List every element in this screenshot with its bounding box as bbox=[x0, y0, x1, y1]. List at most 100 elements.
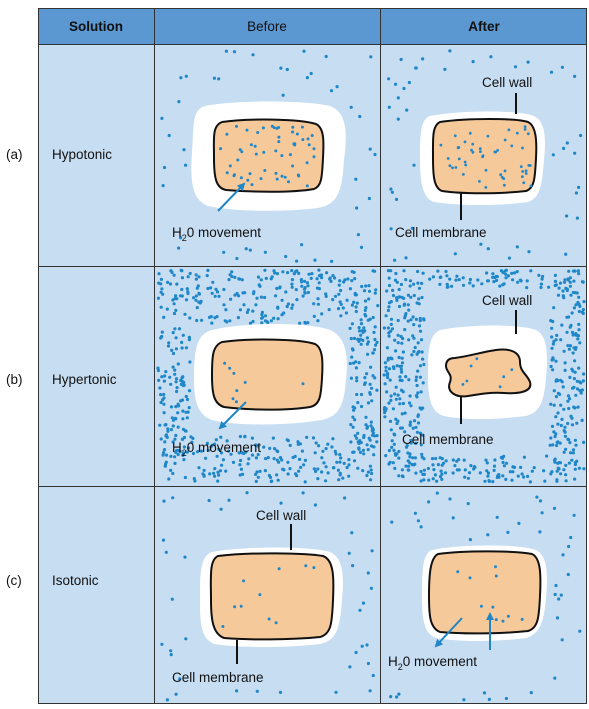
water-dot bbox=[286, 438, 289, 441]
water-dot bbox=[177, 247, 180, 250]
water-dot bbox=[263, 269, 266, 272]
water-dot bbox=[160, 375, 163, 378]
water-dot bbox=[268, 447, 271, 450]
water-dot bbox=[258, 283, 261, 286]
water-dot bbox=[336, 85, 339, 88]
water-dot bbox=[403, 303, 406, 306]
water-dot bbox=[464, 161, 467, 164]
water-dot bbox=[369, 478, 372, 481]
water-dot bbox=[441, 464, 444, 467]
water-dot bbox=[417, 297, 420, 300]
water-dot bbox=[236, 159, 239, 162]
water-dot bbox=[371, 549, 374, 552]
water-dot bbox=[464, 164, 467, 167]
water-dot bbox=[268, 474, 271, 477]
water-dot bbox=[299, 466, 302, 469]
water-dot bbox=[307, 137, 310, 140]
water-dot bbox=[366, 343, 369, 346]
water-dot bbox=[303, 280, 306, 283]
water-dot bbox=[332, 466, 335, 469]
water-dot bbox=[572, 351, 575, 354]
water-dot bbox=[564, 361, 567, 364]
water-dot bbox=[387, 77, 390, 80]
water-dot bbox=[181, 346, 184, 349]
water-dot bbox=[469, 538, 472, 541]
water-dot bbox=[293, 272, 296, 275]
water-dot bbox=[188, 338, 191, 341]
water-dot bbox=[166, 436, 169, 439]
water-dot bbox=[530, 185, 533, 188]
water-dot bbox=[235, 689, 238, 692]
water-dot bbox=[352, 426, 355, 429]
water-dot bbox=[493, 276, 496, 279]
water-dot bbox=[160, 287, 163, 290]
water-dot bbox=[284, 255, 287, 258]
water-dot bbox=[239, 148, 242, 151]
water-dot bbox=[493, 469, 496, 472]
water-dot bbox=[314, 451, 317, 454]
water-dot bbox=[282, 94, 285, 97]
water-dot bbox=[412, 350, 415, 353]
water-dot bbox=[325, 55, 328, 58]
water-dot bbox=[407, 338, 410, 341]
water-dot bbox=[390, 323, 393, 326]
water-dot bbox=[564, 435, 567, 438]
water-dot bbox=[273, 126, 276, 129]
water-dot bbox=[350, 377, 353, 380]
water-dot bbox=[321, 450, 324, 453]
water-dot bbox=[475, 357, 478, 360]
water-dot bbox=[314, 503, 317, 506]
water-dot bbox=[566, 438, 569, 441]
water-dot bbox=[167, 477, 170, 480]
water-dot bbox=[213, 475, 216, 478]
water-dot bbox=[385, 314, 388, 317]
water-dot bbox=[358, 361, 361, 364]
water-dot bbox=[337, 469, 340, 472]
water-dot bbox=[462, 698, 465, 701]
water-dot bbox=[389, 461, 392, 464]
water-dot bbox=[432, 468, 435, 471]
water-dot bbox=[350, 356, 353, 359]
water-dot bbox=[398, 356, 401, 359]
water-dot bbox=[565, 479, 568, 482]
water-dot bbox=[415, 318, 418, 321]
water-dot bbox=[301, 126, 304, 129]
water-dot bbox=[170, 349, 173, 352]
water-dot bbox=[318, 281, 321, 284]
water-dot bbox=[389, 420, 392, 423]
water-dot bbox=[351, 270, 354, 273]
water-dot bbox=[167, 344, 170, 347]
water-dot bbox=[313, 155, 316, 158]
water-dot bbox=[372, 428, 375, 431]
water-dot bbox=[557, 597, 560, 600]
water-dot bbox=[522, 181, 525, 184]
water-dot bbox=[188, 316, 191, 319]
water-dot bbox=[505, 697, 508, 700]
water-dot bbox=[559, 282, 562, 285]
water-dot bbox=[577, 272, 580, 275]
water-dot bbox=[367, 571, 370, 574]
water-dot bbox=[224, 308, 227, 311]
water-dot bbox=[413, 419, 416, 422]
water-dot bbox=[370, 421, 373, 424]
water-dot bbox=[352, 301, 355, 304]
water-dot bbox=[462, 383, 465, 386]
water-dot bbox=[265, 277, 268, 280]
water-dot bbox=[295, 298, 298, 301]
water-dot bbox=[571, 311, 574, 314]
water-dot bbox=[476, 278, 479, 281]
water-dot bbox=[559, 461, 562, 464]
water-dot bbox=[307, 273, 310, 276]
water-dot bbox=[173, 327, 176, 330]
water-dot bbox=[350, 106, 353, 109]
water-dot bbox=[521, 175, 524, 178]
water-dot bbox=[358, 609, 361, 612]
header-before: Before bbox=[247, 19, 287, 34]
water-dot bbox=[550, 327, 553, 330]
water-dot bbox=[373, 348, 376, 351]
water-dot bbox=[317, 269, 320, 272]
water-dot bbox=[493, 465, 496, 468]
water-dot bbox=[175, 297, 178, 300]
water-dot bbox=[173, 455, 176, 458]
water-dot bbox=[291, 278, 294, 281]
